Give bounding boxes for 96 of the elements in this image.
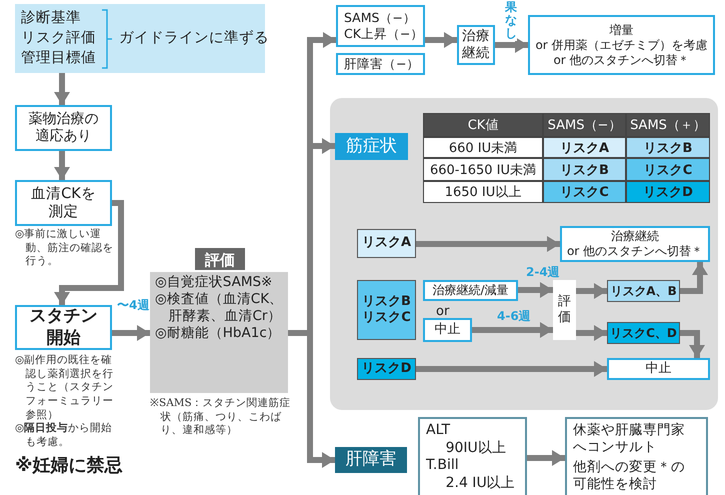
box-text: CK上昇（−）: [344, 26, 424, 42]
evaluation-box: [553, 280, 576, 340]
box-text: or 他のスタチンへ切替＊: [553, 52, 690, 68]
box-text: T.Bill: [426, 457, 459, 474]
box-text: 他剤への変更＊の可能性を検討: [573, 458, 686, 492]
table-cell: CK値: [423, 113, 543, 137]
box-text: リスクC: [362, 310, 411, 326]
item-text: リスク評価: [21, 29, 96, 48]
box-text: ガイドラインに準ずる: [119, 29, 269, 48]
arrow: [518, 282, 553, 298]
edge-label: 4-6週: [497, 310, 531, 324]
criteria-box: [418, 417, 527, 495]
box-text: 休薬や肝臓専門家へコンサルト: [573, 422, 686, 456]
box-text: リスクB: [362, 294, 411, 310]
option-box: [423, 318, 472, 342]
note-text: ◎事前に激しい運動、筋注の確認を行う。: [15, 228, 114, 269]
box-text: 中止: [646, 360, 672, 378]
arrow: [425, 32, 457, 48]
option-box: [423, 280, 518, 301]
arrow: [527, 450, 565, 466]
risk-box: [357, 229, 416, 258]
table-cell: リスクA: [543, 137, 626, 158]
arrow: [112, 325, 150, 341]
box-text: 中止: [434, 322, 460, 338]
heading-tab: 評価: [195, 248, 245, 270]
box-text: 治療継続: [462, 28, 490, 62]
table-cell: リスクC: [543, 181, 626, 203]
risk-box: [357, 280, 416, 340]
edge-label: 果なし: [505, 1, 517, 41]
box-text: SAMS（−）: [344, 10, 416, 26]
table-cell: 1650 IU以上: [423, 181, 543, 203]
box-text: 増量: [610, 22, 634, 38]
arrow: [495, 37, 528, 53]
edge-label: 〜4週: [117, 299, 150, 312]
result-box: [528, 15, 715, 75]
category-tag: [335, 447, 407, 473]
table-cell: リスクB: [626, 137, 710, 158]
box-text: 治療継続/減量: [432, 283, 509, 298]
arrow: [54, 151, 70, 180]
box-text: 治療継続: [611, 229, 659, 244]
condition-box: [336, 5, 425, 47]
box-text: 薬物治療の適応あり: [27, 110, 100, 146]
table-cell: SAMS（＋）: [626, 113, 710, 137]
table-cell: リスクC: [626, 158, 710, 181]
arrow: [576, 325, 607, 341]
box-text: 筋症状: [346, 136, 397, 158]
table-cell: SAMS（−）: [543, 113, 626, 137]
box-text: リスクA: [362, 235, 412, 252]
box-text: ALT: [426, 422, 450, 440]
or-label: or: [436, 304, 450, 319]
box-text: 90IU以上: [446, 440, 506, 457]
box-text: 肝障害（−）: [344, 56, 420, 72]
box-text: 血清CKを測定: [30, 184, 97, 222]
note-text: ※SAMS：スタチン関連筋症状（筋痛、つり、こわばり、違和感等）: [150, 397, 292, 438]
box-text: 評価: [557, 294, 572, 326]
item-text: 管理目標値: [21, 49, 96, 68]
box-text: リスクD: [362, 360, 412, 378]
box-text: 肝障害: [346, 449, 396, 471]
result-box: [607, 358, 710, 380]
arrow: [472, 322, 553, 338]
table-cell: リスクB: [543, 158, 626, 181]
item-text: ◎耐糖能（HbA1c）: [155, 324, 282, 342]
box-text: リスクC、D: [610, 326, 677, 340]
evaluation-box: [150, 248, 288, 393]
arrow: [576, 283, 607, 299]
result-box: [560, 226, 710, 262]
start-box: [15, 305, 112, 350]
result-box: [565, 417, 708, 495]
table-cell: 660-1650 IU未満: [423, 158, 543, 181]
guideline-box: [15, 4, 265, 73]
risk-box: [607, 280, 680, 302]
box-text: or 他のスタチンへ切替＊: [566, 244, 704, 259]
box-text: or 併用薬（エゼチミブ）を考慮: [535, 38, 708, 52]
condition-box: [336, 53, 425, 75]
note-text: ◎隔日投与から開始も考慮。: [15, 422, 114, 450]
box-text: 2.4 IU以上: [446, 474, 515, 492]
box-text: リスクA、B: [610, 284, 677, 298]
risk-box: [607, 322, 680, 344]
process-box: [15, 105, 112, 151]
edge-label: 2-4週: [526, 266, 560, 280]
table-cell: 660 IU未満: [423, 137, 543, 158]
item-text: ◎自覚症状SAMS※: [155, 274, 274, 291]
arrow: [680, 262, 708, 294]
table-cell: リスクD: [626, 181, 710, 203]
arrow: [54, 200, 124, 305]
process-box: [15, 180, 112, 226]
box-text: スタチン開始: [28, 306, 98, 349]
category-tag: [335, 133, 408, 160]
arrow: [416, 361, 607, 377]
arrow: [416, 236, 560, 252]
note-text: ◎副作用の既往を確認し薬剤選択を行うこと（スタチンフォーミュラリー参照）: [15, 354, 114, 422]
risk-box: [357, 358, 416, 380]
item-text: ◎検査値（血清CK、肝酵素、血清Cr）: [155, 290, 284, 325]
arrow: [680, 330, 705, 358]
arrow: [54, 73, 70, 105]
item-text: 診断基準: [21, 9, 81, 28]
